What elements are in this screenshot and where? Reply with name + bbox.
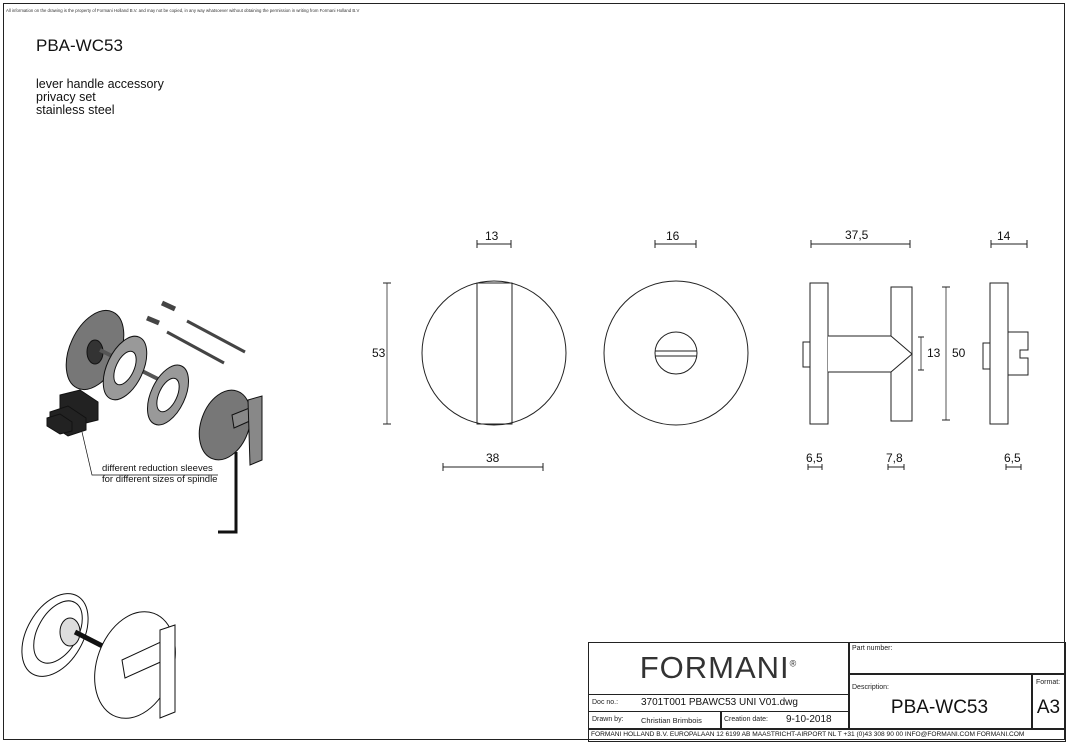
formani-logo: FORMANI® [639,650,798,685]
doc-no: 3701T001 PBAWC53 UNI V01.dwg [641,697,798,708]
back-view [603,240,749,426]
dim-front-bottom: 38 [486,451,500,465]
product-material: stainless steel [36,103,115,117]
assembled-view-illustration [21,593,176,719]
annotation-line-1: different reduction sleeves [102,463,213,474]
creation-date: 9-10-2018 [786,714,832,725]
part-number-label: Part number: [852,645,893,652]
exploded-view-illustration [46,300,263,534]
creation-date-label: Creation date: [724,716,768,723]
dim-end-top: 14 [997,229,1011,243]
side-view [802,240,950,470]
dim-side-height: 50 [952,346,966,360]
annotation-line-2: for different sizes of spindle [102,474,218,485]
format: A3 [1036,697,1061,718]
product-set: privacy set [36,90,96,104]
dim-end-plate: 6,5 [1004,451,1021,465]
product-title: PBA-WC53 [36,36,123,55]
description: PBA-WC53 [890,697,989,718]
end-view [982,240,1029,470]
company-footer: FORMANI HOLLAND B.V. EUROPALAAN 12 6199 … [591,731,1025,738]
description-label: Description: [852,684,889,691]
dim-side-spindle: 13 [927,346,941,360]
product-type: lever handle accessory [36,77,164,91]
dim-front-height: 53 [372,346,386,360]
dim-back-top: 16 [666,229,680,243]
format-label: Format: [1036,679,1061,686]
dim-side-plate-right: 7,8 [886,451,903,465]
dim-side-plate-left: 6,5 [806,451,823,465]
drawn-by: Christian Brimbois [641,716,702,725]
copyright-disclaimer: All information on the drawing is the pr… [6,8,360,13]
doc-no-label: Doc no.: [592,699,619,706]
front-view [383,240,567,471]
drawing-frame [3,3,1065,740]
dim-front-top: 13 [485,229,499,243]
dim-side-top: 37,5 [845,228,869,242]
drawn-by-label: Drawn by: [592,716,624,723]
